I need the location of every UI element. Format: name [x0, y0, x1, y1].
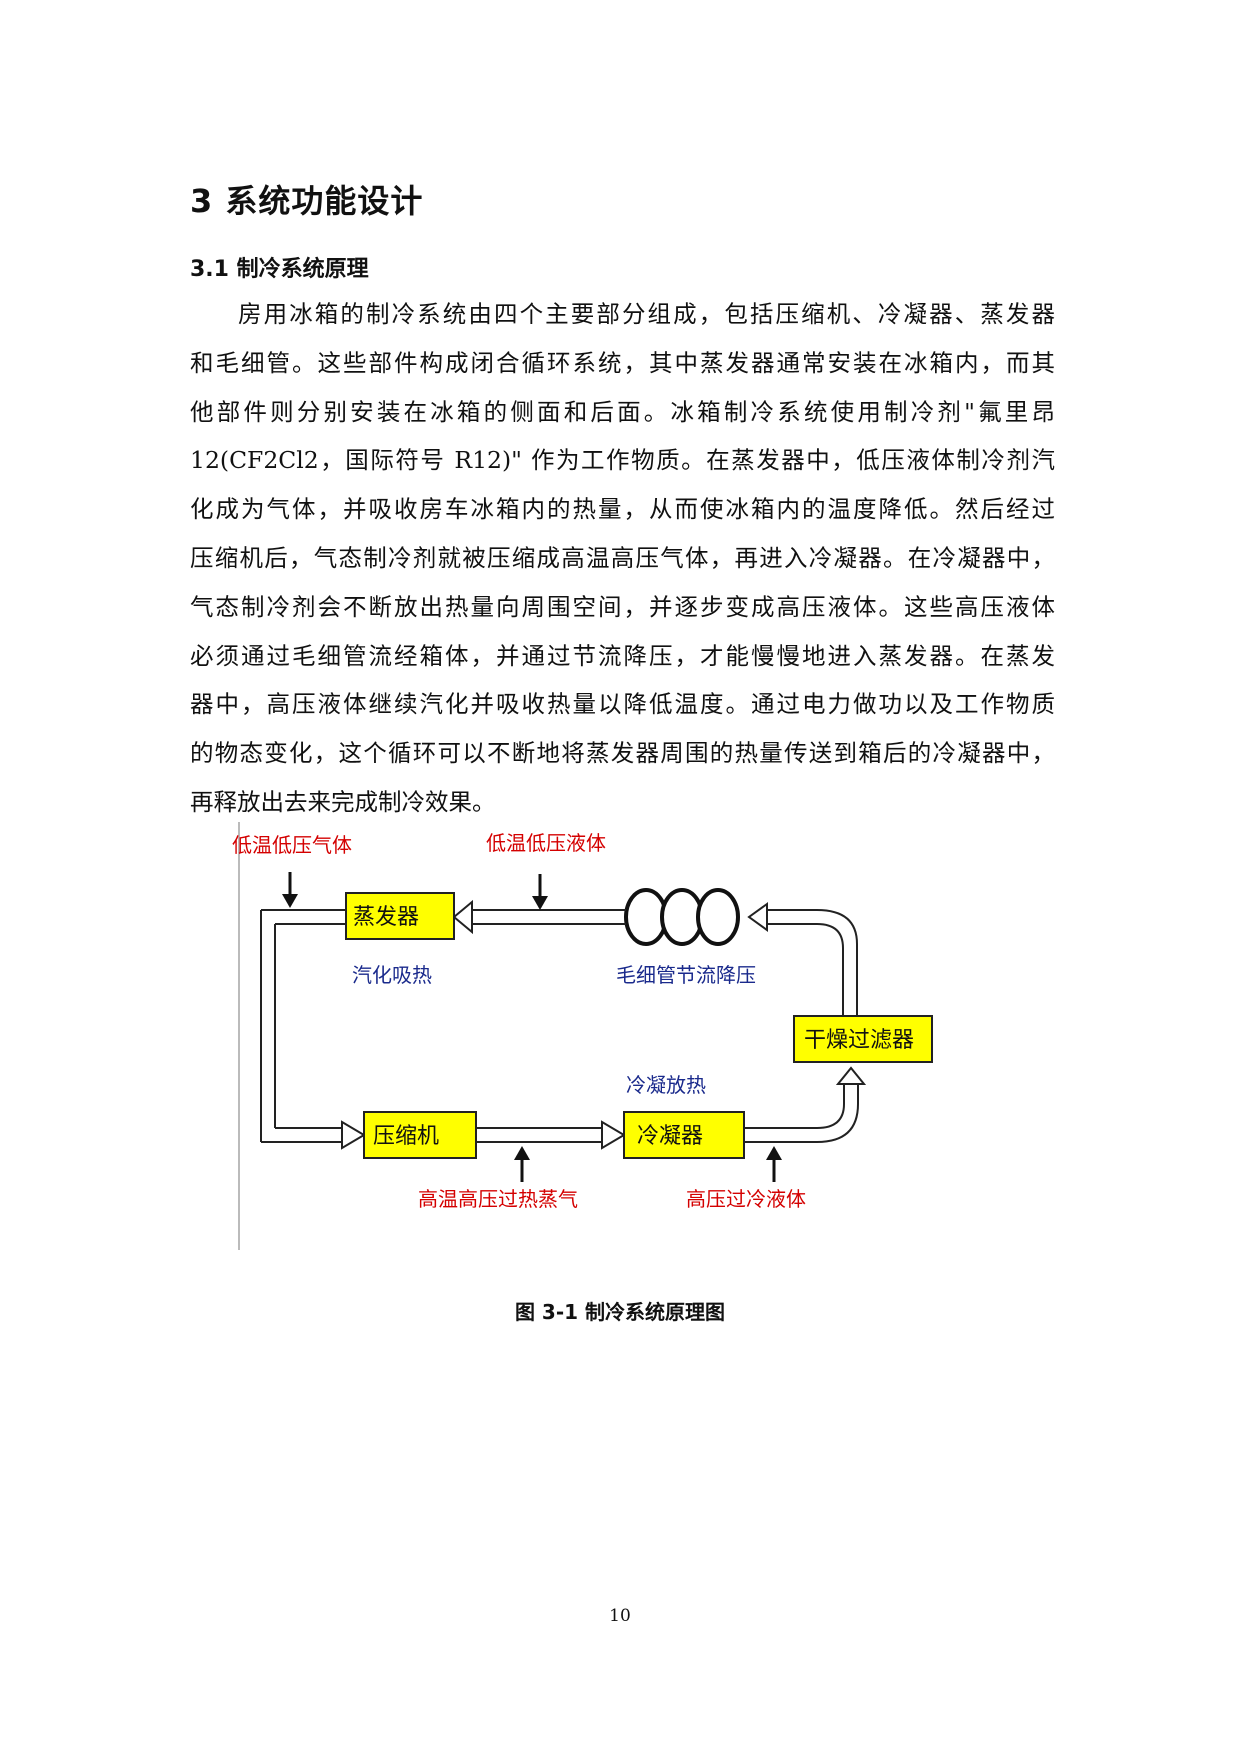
paragraph-line: 必须通过毛细管流经箱体，并通过节流降压，才能慢慢地进入蒸发器。在蒸发 [190, 641, 1055, 670]
refrigeration-cycle-diagram: 蒸发器 压缩机 冷凝器 干燥过滤器 汽化吸热 毛细管节流降压 冷凝放热 低温低压… [232, 822, 933, 1250]
section-heading: 3 系统功能设计 [190, 182, 424, 220]
arrow-to-coil [747, 902, 768, 932]
paragraph-line: 化成为气体，并吸收房车冰箱内的热量，从而使冰箱内的温度降低。然后经过 [190, 495, 1055, 524]
subsection-heading: 3.1 制冷系统原理 [190, 257, 369, 282]
low-liquid-label: 低温低压液体 [486, 831, 606, 855]
compressor-condenser-pipe [476, 1127, 602, 1143]
capillary-evaporator-pipe [472, 909, 626, 925]
condenser-dryer-pipe [744, 1084, 859, 1143]
paragraph-line: 的物态变化，这个循环可以不断地将蒸发器周围的热量传送到箱后的冷凝器中， [190, 739, 1055, 768]
arrow-to-dryer [835, 1066, 867, 1085]
dryer-capillary-pipe [767, 909, 858, 1016]
capillary-coil-icon [624, 888, 740, 946]
paragraph-line: 再释放出去来完成制冷效果。 [190, 787, 496, 816]
compressor-label: 压缩机 [373, 1124, 439, 1149]
figure-caption: 图 3-1 制冷系统原理图 [514, 1300, 726, 1324]
left-pipe [260, 909, 377, 1143]
subcooled-liquid-label: 高压过冷液体 [686, 1187, 806, 1211]
paragraph-line: 压缩机后，气态制冷剂就被压缩成高温高压气体，再进入冷凝器。在冷凝器中， [190, 543, 1055, 572]
evaporator-box [345, 892, 455, 940]
condense-label: 冷凝放热 [626, 1073, 706, 1097]
capillary-label: 毛细管节流降压 [616, 963, 756, 987]
evaporator-label: 蒸发器 [353, 905, 419, 930]
paragraph-line: 12(CF2Cl2，国际符号 R12)" 作为工作物质。在蒸发器中，低压液体制冷… [190, 446, 1055, 475]
low-gas-label: 低温低压气体 [232, 833, 352, 857]
paragraph-line: 房用冰箱的制冷系统由四个主要部分组成，包括压缩机、冷凝器、蒸发器 [238, 300, 1055, 328]
paragraph-line: 他部件则分别安装在冰箱的侧面和后面。冰箱制冷系统使用制冷剂"氟里昂 [190, 397, 1055, 426]
paragraph-line: 气态制冷剂会不断放出热量向周围空间，并逐步变成高压液体。这些高压液体 [190, 592, 1055, 621]
arrow-to-condenser [601, 1120, 626, 1150]
arrow-to-evaporator [452, 899, 473, 935]
compressor-box [363, 1111, 477, 1159]
condenser-label: 冷凝器 [637, 1124, 703, 1149]
vaporize-label: 汽化吸热 [352, 963, 432, 987]
condenser-box [623, 1111, 745, 1159]
pointer-arrows [282, 872, 782, 1182]
dryer-filter-label: 干燥过滤器 [804, 1028, 914, 1053]
body-paragraph: 房用冰箱的制冷系统由四个主要部分组成，包括压缩机、冷凝器、蒸发器 和毛细管。这些… [190, 290, 1055, 827]
page-number: 10 [609, 1606, 631, 1626]
paragraph-line: 和毛细管。这些部件构成闭合循环系统，其中蒸发器通常安装在冰箱内，而其 [190, 348, 1055, 377]
dryer-filter-box [793, 1015, 933, 1063]
arrow-to-compressor [341, 1120, 366, 1150]
paragraph-line: 器中，高压液体继续汽化并吸收热量以降低温度。通过电力做功以及工作物质 [190, 690, 1055, 719]
superheated-vapor-label: 高温高压过热蒸气 [418, 1187, 578, 1211]
